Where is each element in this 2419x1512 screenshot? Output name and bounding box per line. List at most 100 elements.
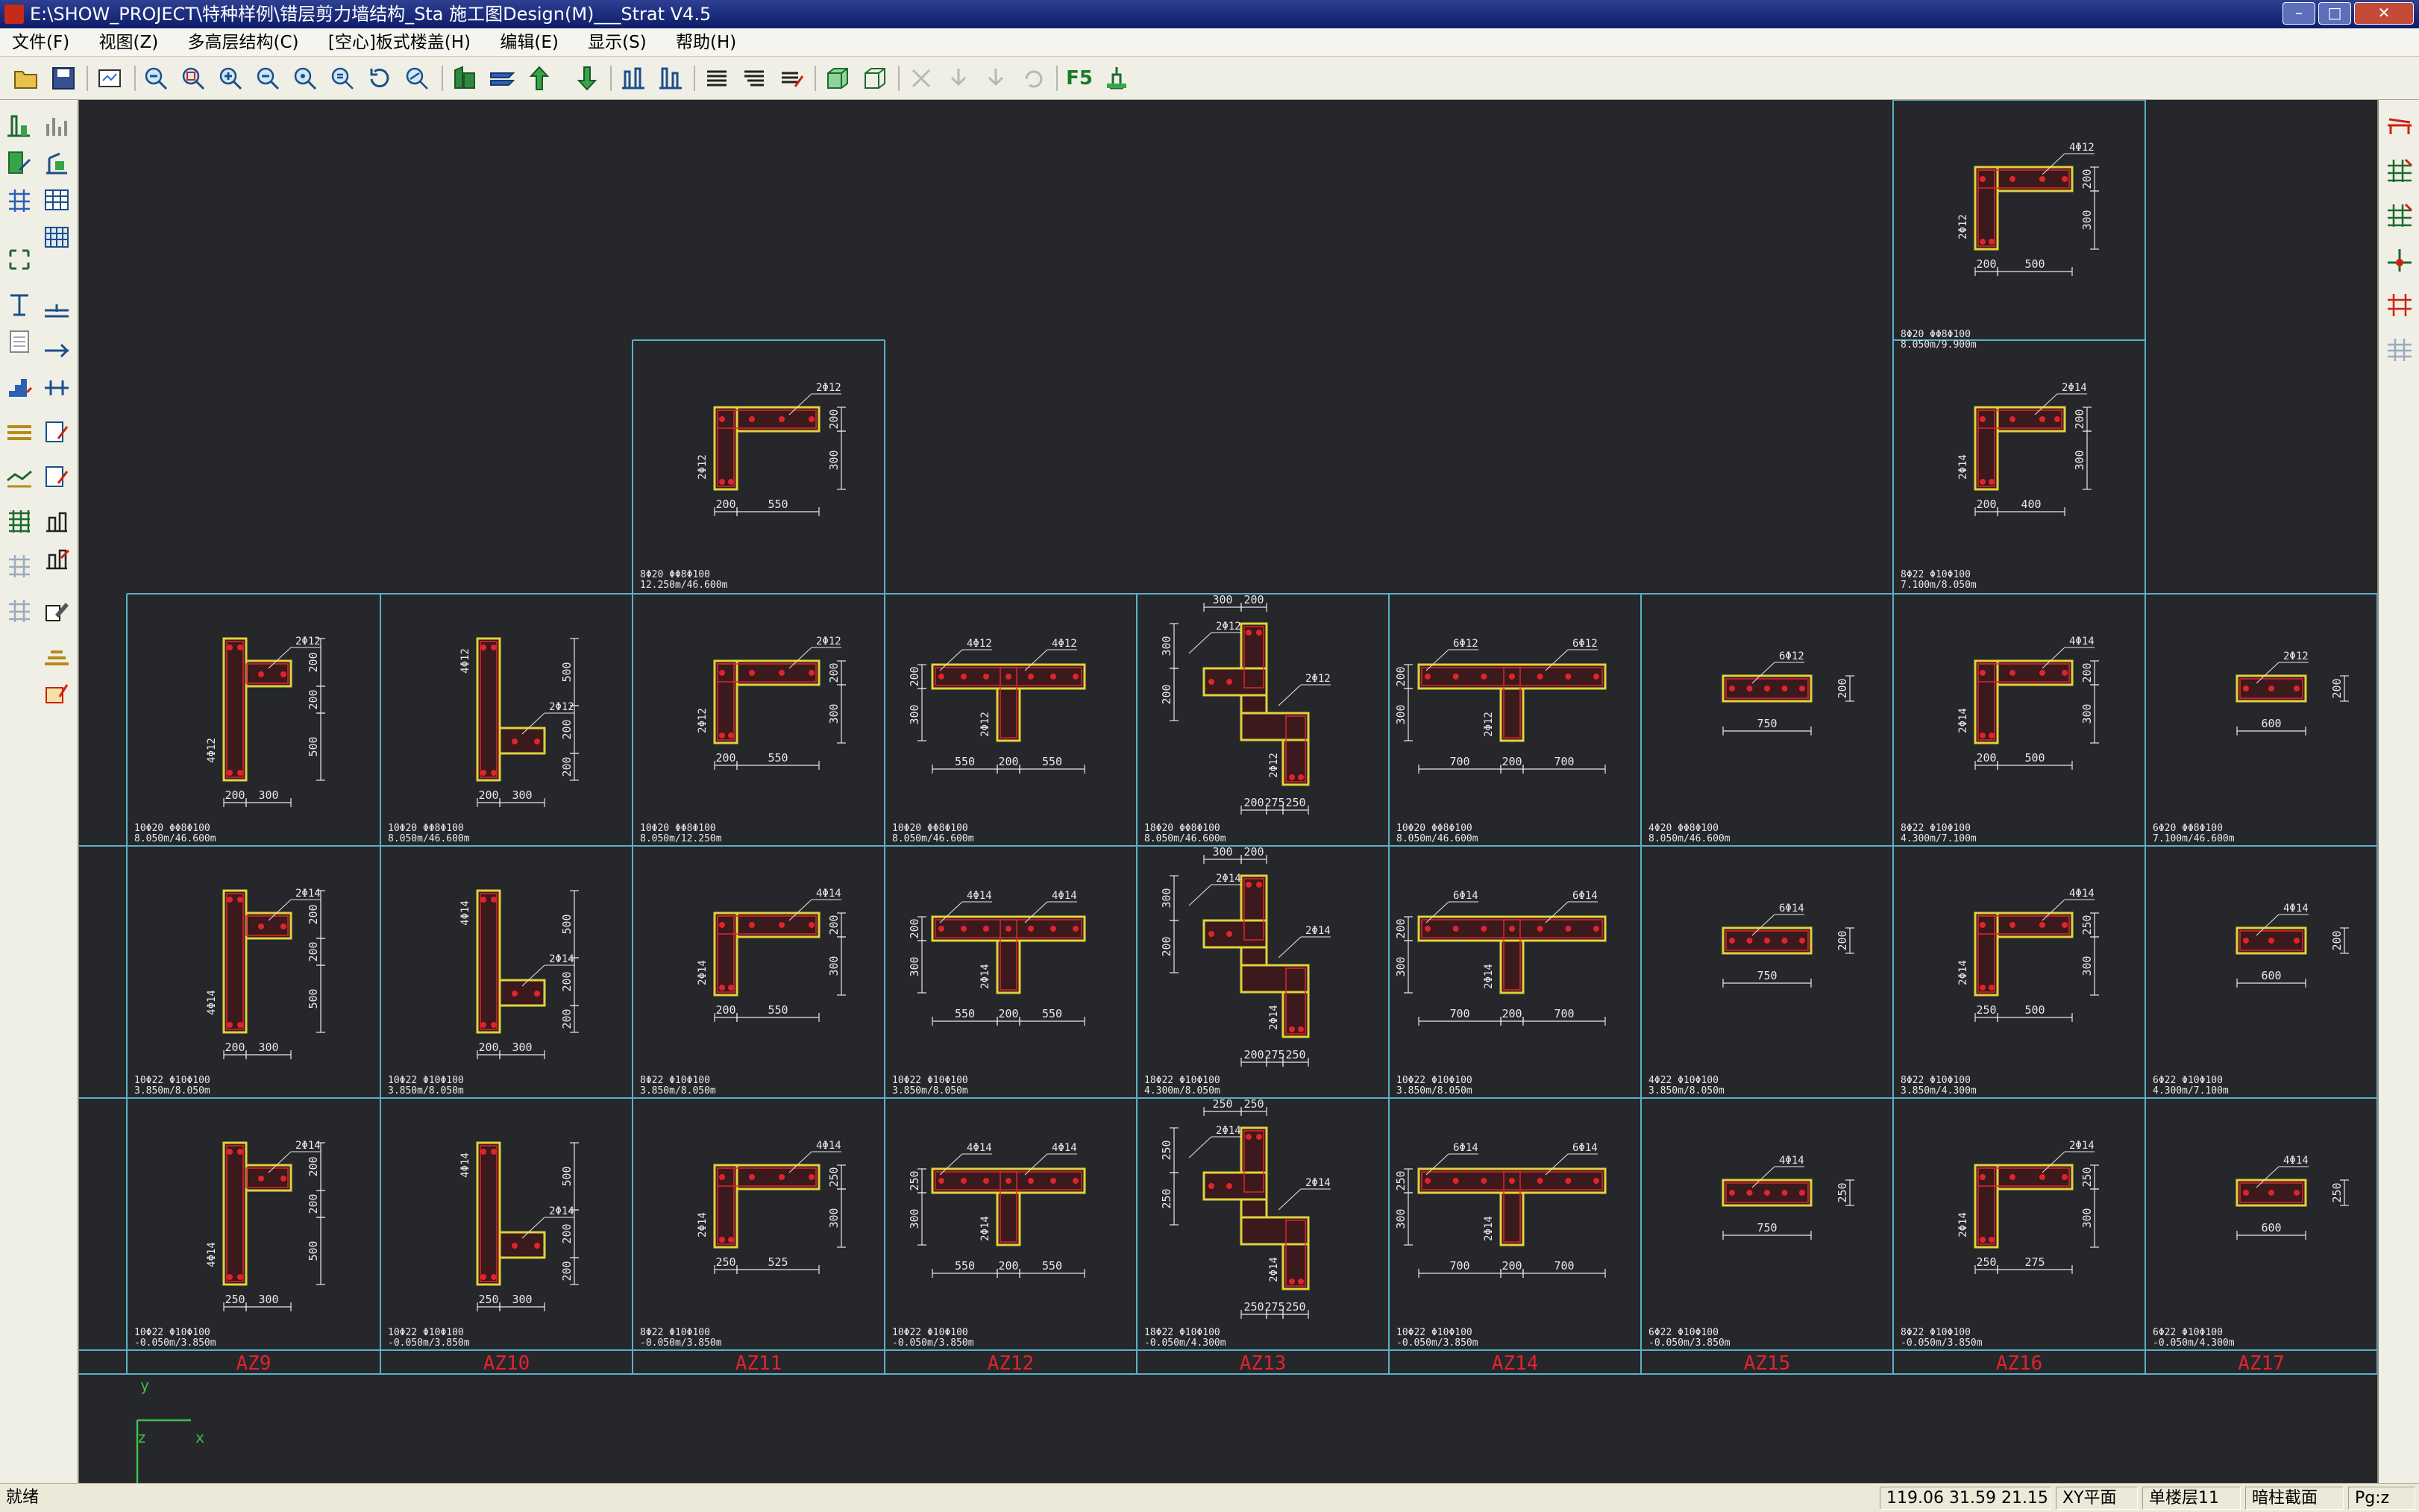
rebar-grid-icon[interactable]	[4, 506, 34, 536]
elevation-range: 3.850m/8.050m	[640, 1085, 716, 1097]
node-icon[interactable]	[2385, 245, 2415, 275]
axis-grid-icon[interactable]	[2385, 289, 2415, 319]
beam-edit-icon[interactable]	[4, 148, 34, 178]
dim-grid-icon[interactable]	[4, 550, 34, 580]
app-icon	[4, 4, 24, 24]
rebar-dot	[480, 1274, 486, 1280]
pan-zoom-icon[interactable]	[403, 64, 431, 92]
paste-disabled-icon[interactable]	[982, 64, 1010, 92]
maximize-button[interactable]: □	[2318, 2, 2351, 25]
rebar-dot	[1481, 674, 1487, 680]
foundation-icon[interactable]	[4, 461, 34, 491]
menu-display[interactable]: 显示(S)	[588, 33, 647, 52]
export-icon[interactable]	[1102, 64, 1131, 92]
mesh-icon[interactable]	[4, 595, 34, 625]
rebar-dot	[227, 1022, 233, 1028]
rotate-view-icon[interactable]	[365, 64, 394, 92]
dimension-label: 200	[307, 904, 320, 924]
layer-edit-icon[interactable]	[777, 64, 806, 92]
grid-edit-icon[interactable]	[2385, 200, 2415, 230]
rebar-dot	[719, 1237, 725, 1243]
rebar-dot	[1246, 882, 1252, 888]
column-label-az10: AZ10	[483, 1352, 530, 1375]
3d-box-icon[interactable]	[823, 64, 852, 92]
slab-rebar-icon[interactable]	[42, 461, 72, 491]
beam-chart-icon[interactable]	[42, 148, 72, 178]
menu-slab[interactable]: [空心]板式楼盖(H)	[327, 33, 471, 52]
wall-elevation-icon[interactable]	[656, 64, 685, 92]
leader-line	[2042, 1151, 2065, 1173]
table-view-icon[interactable]	[42, 185, 72, 215]
copy-disabled-icon[interactable]	[944, 64, 973, 92]
menu-view[interactable]: 视图(Z)	[98, 33, 159, 52]
menu-edit[interactable]: 编辑(E)	[500, 33, 559, 52]
zoom-extents-icon[interactable]	[328, 64, 357, 92]
rebar-spec: 10Φ22 Φ10Φ100	[892, 1327, 968, 1338]
pile-edit-icon[interactable]	[42, 677, 72, 707]
floor-up-icon[interactable]	[525, 64, 553, 92]
wall-section-icon[interactable]	[4, 289, 34, 319]
beam-level-icon[interactable]	[42, 371, 72, 401]
title-bar[interactable]: E:\SHOW_PROJECT\特种样例\错层剪力墙结构_Sta 施工图Desi…	[0, 0, 2419, 28]
wall-section-outline	[1240, 712, 1310, 741]
beam-arrow-icon[interactable]	[42, 334, 72, 364]
slab-grid-icon[interactable]	[4, 416, 34, 446]
rebar-label: 2Φ12	[1268, 753, 1280, 778]
elevation-range: 8.050m/46.600m	[388, 833, 470, 844]
beam-line-icon[interactable]	[42, 297, 72, 327]
rebar-dot	[491, 1274, 497, 1280]
zoom-window-icon[interactable]	[179, 64, 207, 92]
beam-elevation-icon[interactable]	[42, 506, 72, 536]
dimension-label: 300	[827, 1208, 841, 1228]
minimize-button[interactable]: –	[2282, 2, 2315, 25]
rebar-dot	[280, 923, 286, 929]
layer-list-icon[interactable]	[740, 64, 768, 92]
rebar-dot	[1537, 926, 1543, 932]
dimension-label: 550	[955, 755, 975, 768]
frame-select-icon[interactable]	[4, 245, 34, 275]
rebar-dot	[227, 1149, 233, 1155]
column-rebar-icon[interactable]	[4, 110, 34, 140]
wall-section-outline	[1499, 939, 1525, 994]
floor-down-icon[interactable]	[573, 64, 601, 92]
menu-help[interactable]: 帮助(H)	[676, 33, 737, 52]
cut-disabled-icon[interactable]	[907, 64, 935, 92]
beam-rebar-icon[interactable]	[42, 543, 72, 573]
pencil-edit-icon[interactable]	[42, 595, 72, 625]
bar-chart-icon[interactable]	[42, 110, 72, 140]
column-elevation-icon[interactable]	[619, 64, 647, 92]
3d-wire-icon[interactable]	[861, 64, 889, 92]
close-button[interactable]: ✕	[2354, 2, 2414, 25]
bench-icon[interactable]	[2385, 110, 2415, 140]
table-grid-icon[interactable]	[42, 222, 72, 252]
page-icon[interactable]	[4, 327, 34, 357]
floor-select-icon[interactable]	[451, 64, 479, 92]
menu-multistory[interactable]: 多高层结构(C)	[187, 33, 299, 52]
zoom-in-icon[interactable]	[216, 64, 245, 92]
layer-stack-icon[interactable]	[703, 64, 731, 92]
axis-list-icon[interactable]	[2385, 334, 2415, 364]
print-preview-icon[interactable]	[95, 64, 124, 92]
grid-plan-icon[interactable]	[4, 185, 34, 215]
open-folder-icon[interactable]	[12, 64, 40, 92]
rebar-label: 2Φ14	[979, 964, 991, 989]
pile-cap-icon[interactable]	[42, 640, 72, 670]
zoom-all-icon[interactable]	[291, 64, 319, 92]
undo-disabled-icon[interactable]	[1019, 64, 1047, 92]
dimension-label: 200	[998, 1259, 1018, 1273]
save-icon[interactable]	[49, 64, 78, 92]
dimension-label: 500	[560, 662, 574, 682]
stairs-icon[interactable]	[4, 371, 34, 401]
zoom-previous-icon[interactable]	[254, 64, 282, 92]
dimension-label: 250	[1160, 1140, 1173, 1160]
slab-edit-icon[interactable]	[42, 416, 72, 446]
zoom-out-icon[interactable]	[142, 64, 170, 92]
all-floors-icon[interactable]	[488, 64, 516, 92]
wall-section-outline	[498, 1231, 546, 1259]
refresh-f5-button[interactable]: F5	[1066, 67, 1093, 90]
grid-red-icon[interactable]	[2385, 155, 2415, 185]
dimension-label: 300	[1160, 888, 1173, 908]
menu-file[interactable]: 文件(F)	[12, 33, 70, 52]
